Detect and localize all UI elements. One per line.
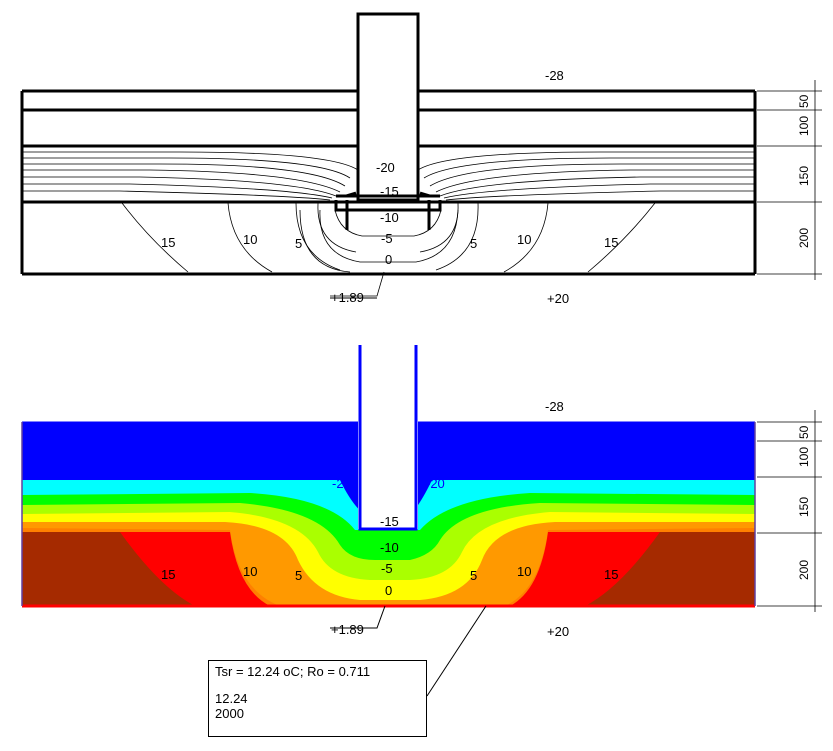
- bottom-inside-temp: +20: [547, 624, 569, 639]
- bottom-pipe-label-3: -5: [381, 561, 393, 576]
- bottom-side-label-6: 15: [604, 567, 618, 582]
- top-inside-temp: +20: [547, 291, 569, 306]
- bottom-color-field-diagram: -28 +20 +1.89 -20 -20 -15 -10 -5 0 15 10…: [21, 345, 822, 697]
- top-side-label-1: 15: [161, 235, 175, 250]
- bottom-pipe-wall: [358, 345, 418, 531]
- top-dimension-lines: [757, 80, 822, 280]
- top-isotherm-diagram: -28 +20 +1.89 -20 -15 -10 -5 0 15 10 5 5…: [20, 12, 822, 306]
- top-pipe-label-3: -10: [380, 210, 399, 225]
- bottom-side-label-4: 5: [470, 568, 477, 583]
- top-dim-200: 200: [797, 228, 811, 248]
- bottom-pipe-interior: [358, 345, 418, 529]
- bottom-dimension-lines: [757, 410, 822, 612]
- top-pipe-label-5: 0: [385, 252, 392, 267]
- bottom-dim-150: 150: [797, 497, 811, 517]
- bottom-side-label-5: 10: [517, 564, 531, 579]
- top-structure-lines: [20, 12, 757, 276]
- top-surface-temp: +1.89: [331, 290, 364, 305]
- result-info-box: Tsr = 12.24 oC; Ro = 0.711 12.24 2000: [208, 660, 427, 737]
- bottom-dim-50: 50: [797, 425, 811, 439]
- bottom-side-label-3: 5: [295, 568, 302, 583]
- band-10: [22, 532, 755, 606]
- info-line-2: 12.24: [215, 691, 248, 706]
- bottom-pipe-label-1: -15: [380, 514, 399, 529]
- top-side-label-6: 15: [604, 235, 618, 250]
- band-15: [22, 532, 755, 606]
- bottom-side-label-2: 10: [243, 564, 257, 579]
- bottom-pipe-label-2: -10: [380, 540, 399, 555]
- bottom-side-label-1: 15: [161, 567, 175, 582]
- top-side-label-5: 10: [517, 232, 531, 247]
- top-dim-150: 150: [797, 166, 811, 186]
- top-isotherm-lines: [22, 151, 755, 297]
- top-side-label-2: 10: [243, 232, 257, 247]
- top-pipe-label-2: -15: [380, 184, 399, 199]
- top-side-label-4: 5: [470, 236, 477, 251]
- top-side-label-3: 5: [295, 236, 302, 251]
- bottom-pipe-label-4: 0: [385, 583, 392, 598]
- bottom-minus20-left: -20: [332, 476, 351, 491]
- info-line-3: 2000: [215, 706, 244, 721]
- top-pipe-label-4: -5: [381, 231, 393, 246]
- bottom-outside-temp: -28: [545, 399, 564, 414]
- top-pipe-label-1: -20: [376, 160, 395, 175]
- bottom-surface-temp: +1.89: [331, 622, 364, 637]
- bottom-dim-200: 200: [797, 560, 811, 580]
- info-line-1: Tsr = 12.24 oC; Ro = 0.711: [215, 664, 371, 679]
- top-outside-temp: -28: [545, 68, 564, 83]
- top-dim-100: 100: [797, 116, 811, 136]
- top-dim-50: 50: [797, 94, 811, 108]
- bottom-dim-100: 100: [797, 447, 811, 467]
- bottom-minus20-right: -20: [426, 476, 445, 491]
